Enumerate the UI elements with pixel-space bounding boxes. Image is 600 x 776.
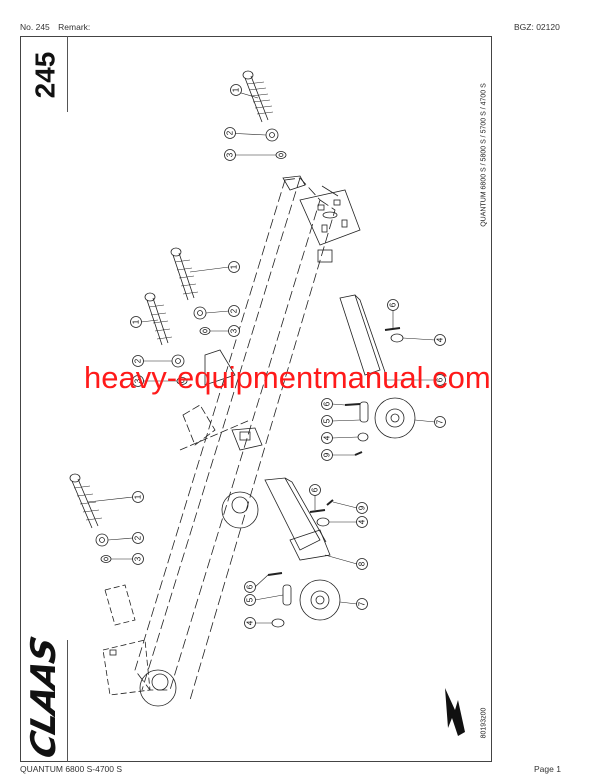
- nuts-and-washers: [95, 128, 287, 563]
- leader-lines: [87, 89, 436, 624]
- bgz-code: BGZ: 02120: [514, 22, 560, 32]
- drawing-number: 80193z00: [478, 690, 490, 756]
- watermark-text: heavy-equipmentmanual.com: [84, 360, 491, 395]
- sprocket-center: [299, 579, 341, 621]
- page-header-left: No. 245 Remark:: [20, 22, 96, 32]
- bolt-mid-left: [144, 292, 173, 346]
- sprocket-bottom-left: [139, 669, 177, 707]
- sprocket-upper-left: [221, 491, 259, 529]
- bolt-top: [242, 70, 274, 123]
- claas-logo: CLAAS: [24, 634, 64, 763]
- drawing-frame: [20, 36, 492, 762]
- drawing-number-text: 80193z00: [480, 707, 488, 739]
- plate-number: 245: [29, 51, 60, 99]
- top-mounting-plate: [299, 189, 361, 263]
- secondary-beam: [339, 294, 386, 376]
- cross-member: [179, 349, 263, 451]
- footer-model: QUANTUM 6800 S-4700 S: [20, 764, 123, 774]
- footer-page: Page 1: [534, 764, 561, 774]
- model-side-title-text: QUANTUM 6800 S / 5800 S / 5700 S / 4700 …: [480, 83, 488, 227]
- bottom-bracket: [102, 584, 151, 696]
- plate-number-box: 245: [26, 40, 64, 110]
- plate-number-label: No. 245: [20, 22, 50, 32]
- lower-arm: [264, 477, 331, 561]
- remark-label: Remark:: [58, 22, 91, 32]
- sprocket-right: [374, 397, 416, 439]
- exploded-parts-diagram: [69, 70, 465, 736]
- claas-logo-text: CLAAS: [24, 633, 64, 763]
- bolt-mid-right: [170, 247, 199, 301]
- main-beam: [134, 177, 339, 701]
- frame-divider-top: [67, 36, 68, 112]
- direction-arrow-icon: [445, 688, 465, 736]
- bolt-lower: [69, 473, 103, 529]
- model-side-title: QUANTUM 6800 S / 5800 S / 5700 S / 4700 …: [478, 40, 490, 270]
- frame-divider-bottom: [67, 640, 68, 762]
